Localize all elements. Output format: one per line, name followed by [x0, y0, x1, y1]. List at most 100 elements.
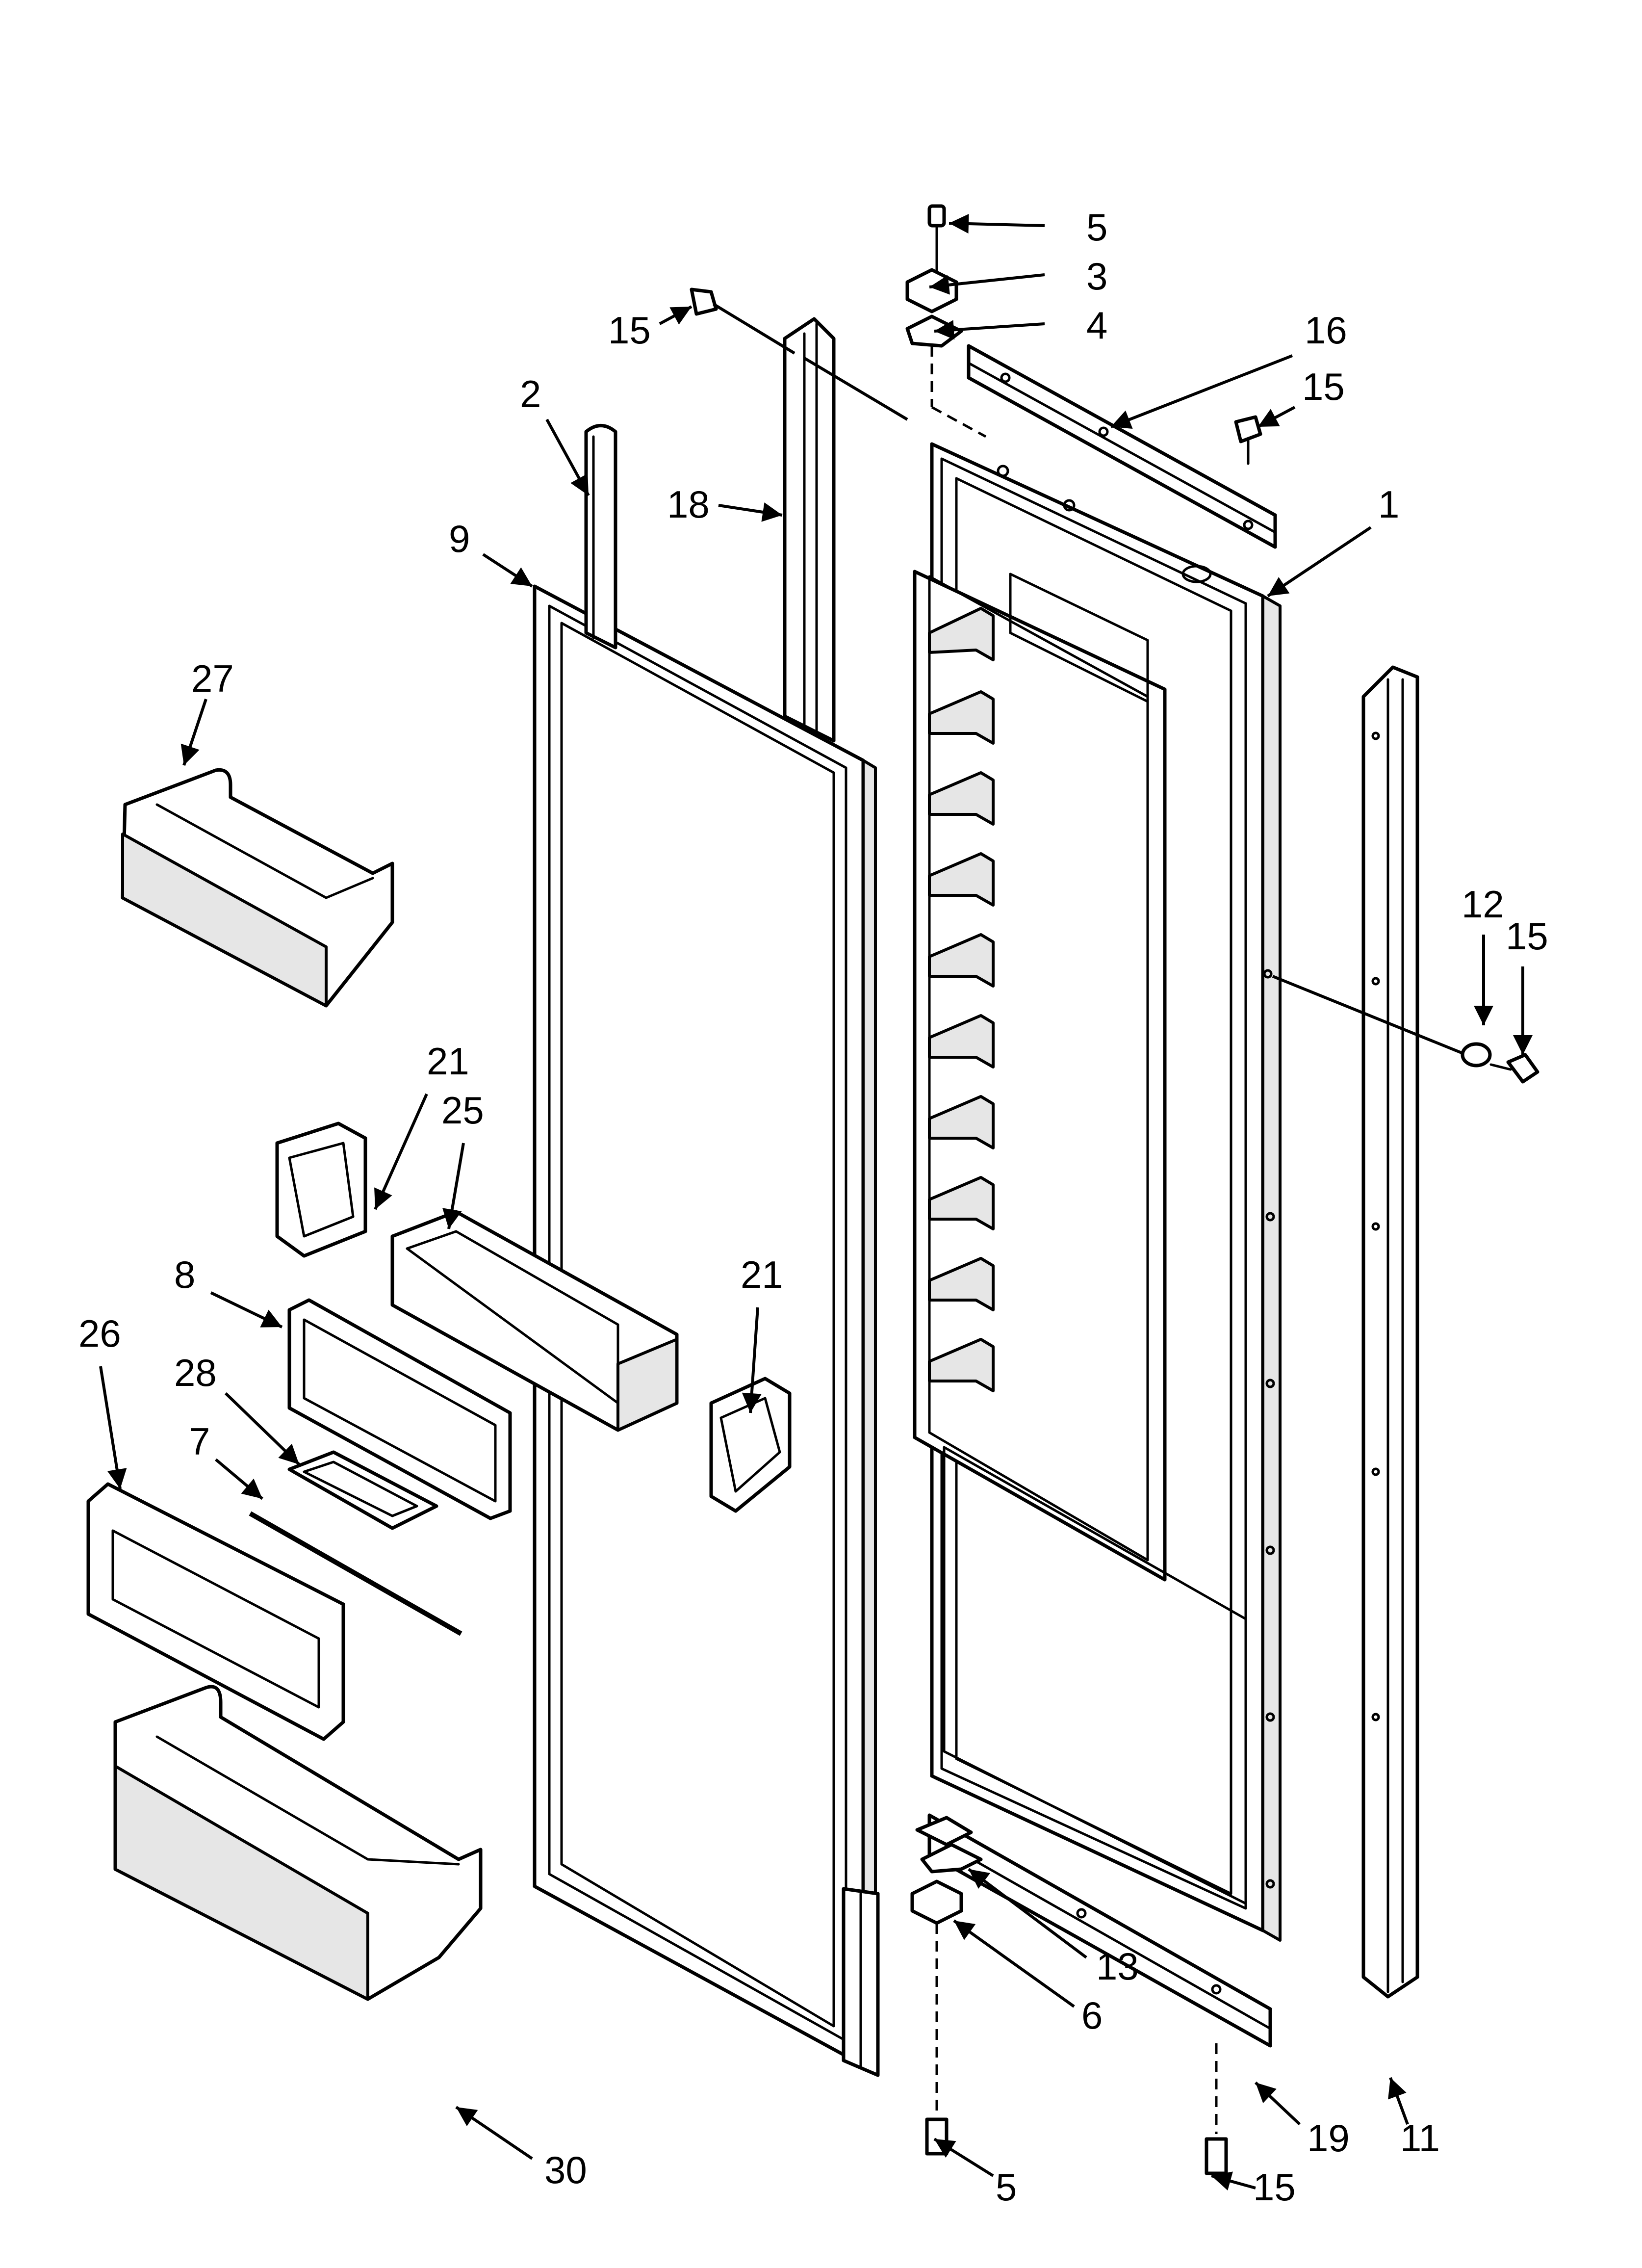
callout-25: 25 — [441, 1089, 484, 1229]
callout-12: 12 — [1462, 883, 1504, 1025]
top-hinge-assembly — [905, 204, 987, 438]
callout-number: 12 — [1462, 883, 1504, 926]
callout-leader — [1257, 406, 1296, 428]
callout-21: 21 — [741, 1253, 783, 1413]
callout-21: 21 — [374, 1040, 469, 1210]
callout-number: 15 — [1302, 365, 1345, 408]
callout-number: 21 — [741, 1253, 783, 1296]
callout-leader — [1267, 526, 1372, 598]
callout-8: 8 — [174, 1253, 283, 1329]
callout-number: 7 — [189, 1420, 210, 1463]
callout-leader — [99, 1366, 127, 1489]
callout-leader — [929, 273, 1045, 295]
callout-leader — [455, 2106, 533, 2160]
callout-number: 26 — [78, 1312, 121, 1355]
strip-part-7 — [249, 1511, 462, 1636]
top-bracket-part-16 — [967, 344, 1277, 549]
callout-leader — [482, 553, 533, 588]
callout-leader — [934, 320, 1045, 340]
callout-number: 18 — [667, 483, 710, 526]
callout-15: 15 — [608, 305, 693, 352]
callout-3: 3 — [929, 255, 1107, 298]
callout-leader — [442, 1143, 465, 1229]
callout-number: 15 — [608, 309, 651, 352]
callout-leader — [933, 2138, 994, 2177]
callout-leader — [718, 502, 783, 522]
callout-16: 16 — [1110, 309, 1347, 429]
callout-6: 6 — [953, 1919, 1103, 2037]
callout-2: 2 — [520, 372, 590, 496]
callout-number: 9 — [449, 517, 470, 560]
callout-11: 11 — [1388, 2077, 1440, 2160]
door-bin-part-30 — [113, 1685, 483, 2001]
callout-leader — [210, 1291, 283, 1329]
callout-leader — [215, 1458, 263, 1500]
callout-leader — [1254, 2081, 1301, 2126]
bracket-part-21-upper — [275, 1121, 367, 1258]
callout-leader — [742, 1307, 762, 1413]
callout-number: 5 — [996, 2165, 1017, 2209]
bottom-bracket-part-19 — [927, 1813, 1272, 2048]
tray-part-28 — [287, 1450, 438, 1530]
frame-part-8 — [287, 1298, 512, 1520]
callout-30: 30 — [455, 2106, 587, 2191]
callout-19: 19 — [1254, 2081, 1350, 2160]
callout-number: 15 — [1253, 2165, 1296, 2209]
callout-number: 15 — [1506, 914, 1548, 958]
callout-leader — [1388, 2077, 1409, 2125]
door-bin-part-27 — [121, 768, 394, 1008]
callout-5: 5 — [933, 2138, 1017, 2209]
handle-trim-part-2 — [584, 424, 617, 650]
callout-number: 19 — [1307, 2116, 1350, 2160]
callout-26: 26 — [78, 1312, 127, 1489]
callout-28: 28 — [174, 1351, 301, 1466]
callout-number: 4 — [1086, 304, 1107, 347]
callout-27: 27 — [180, 657, 234, 766]
shelf-ribs — [928, 607, 995, 1392]
callout-18: 18 — [667, 483, 783, 526]
bottom-hinge-assembly — [910, 1816, 1228, 2175]
callout-leader — [180, 699, 207, 766]
callout-number: 2 — [520, 372, 541, 416]
bracket-screw-part-15 — [1234, 415, 1262, 465]
callout-7: 7 — [189, 1420, 263, 1500]
callout-leader — [659, 305, 693, 325]
callout-number: 25 — [441, 1089, 484, 1132]
side-fasteners — [1272, 975, 1539, 1084]
callout-number: 8 — [174, 1253, 195, 1296]
callout-leader — [968, 1868, 1087, 1959]
callout-leader — [953, 1919, 1075, 2008]
callout-number: 3 — [1086, 255, 1107, 298]
side-trim-part-18 — [783, 317, 880, 2077]
callout-13: 13 — [968, 1868, 1139, 1988]
callout-1: 1 — [1267, 483, 1399, 598]
callout-number: 28 — [174, 1351, 217, 1394]
callout-number: 1 — [1378, 483, 1399, 526]
callout-number: 16 — [1305, 309, 1347, 352]
callout-15: 15 — [1211, 2165, 1296, 2209]
callout-9: 9 — [449, 517, 533, 588]
callout-4: 4 — [934, 304, 1107, 347]
callout-number: 21 — [427, 1040, 469, 1083]
callout-number: 13 — [1096, 1945, 1139, 1988]
callout-leader — [1110, 354, 1293, 429]
callout-15: 15 — [1506, 914, 1548, 1055]
callout-number: 11 — [1400, 2116, 1440, 2160]
top-screw-part-15 — [690, 287, 908, 421]
callout-number: 30 — [544, 2148, 587, 2191]
callout-leader — [949, 214, 1045, 234]
door-liner-part-1 — [913, 442, 1282, 1942]
callout-15: 15 — [1257, 365, 1345, 428]
callout-5: 5 — [949, 206, 1107, 249]
callout-leader — [374, 1093, 428, 1210]
callout-leader — [224, 1392, 301, 1466]
bracket-part-21-lower — [709, 1377, 792, 1513]
side-trim-part-11 — [1361, 665, 1419, 1999]
callout-number: 5 — [1086, 206, 1107, 249]
callout-number: 27 — [191, 657, 234, 700]
callout-leader — [1211, 2171, 1256, 2190]
callout-number: 6 — [1081, 1994, 1103, 2037]
callout-leader — [545, 418, 590, 496]
